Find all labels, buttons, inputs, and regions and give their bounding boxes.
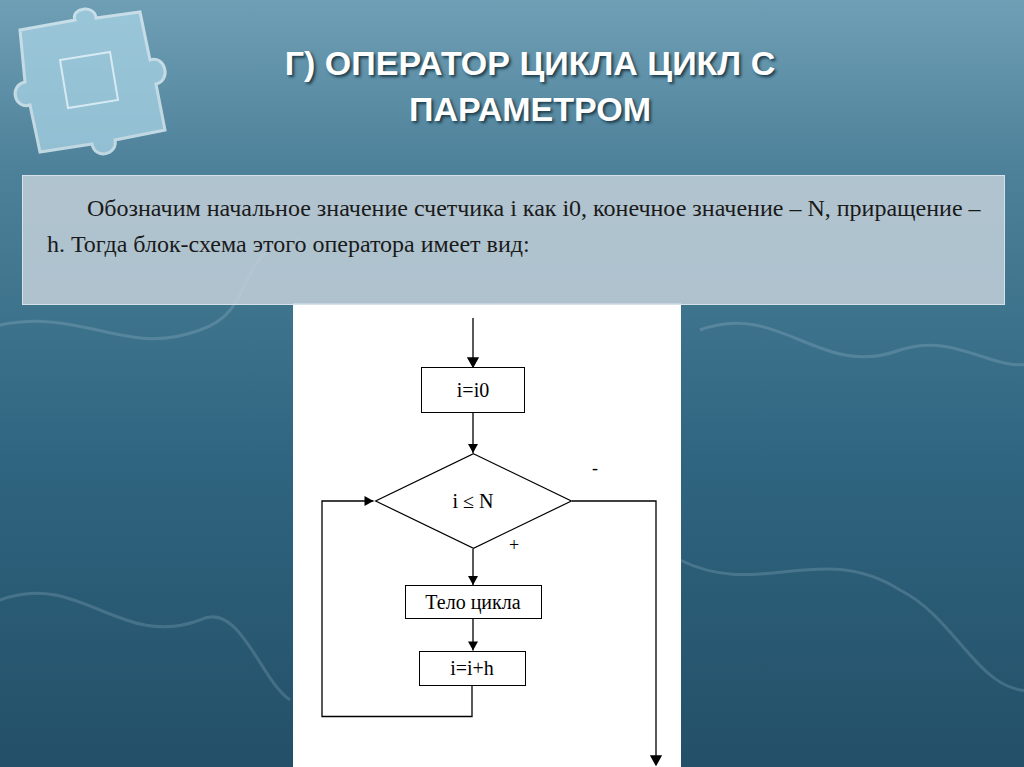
flow-arrow	[468, 619, 478, 651]
process-box: Тело цикла	[405, 585, 542, 619]
slide-title: Г) ОПЕРАТОР ЦИКЛА ЦИКЛ С ПАРАМЕТРОМ	[180, 40, 880, 132]
branch-label: +	[507, 535, 521, 555]
node-text: i=i+h	[450, 657, 494, 680]
node-text: i=i0	[457, 379, 489, 402]
flow-arrow	[468, 413, 478, 453]
puzzle-icon	[15, 9, 165, 154]
node-text: i ≤ N	[453, 490, 494, 513]
branch-label: -	[590, 458, 600, 478]
flow-arrow	[468, 549, 478, 585]
intro-text: Обозначим начальное значение счетчика i …	[47, 190, 990, 262]
process-box: i=i+h	[419, 651, 526, 686]
diagram-panel	[293, 303, 681, 767]
decision-diamond: i ≤ N	[374, 453, 573, 549]
text-panel: Обозначим начальное значение счетчика i …	[22, 175, 1005, 305]
node-text: Тело цикла	[425, 591, 520, 614]
process-box: i=i0	[421, 367, 525, 413]
